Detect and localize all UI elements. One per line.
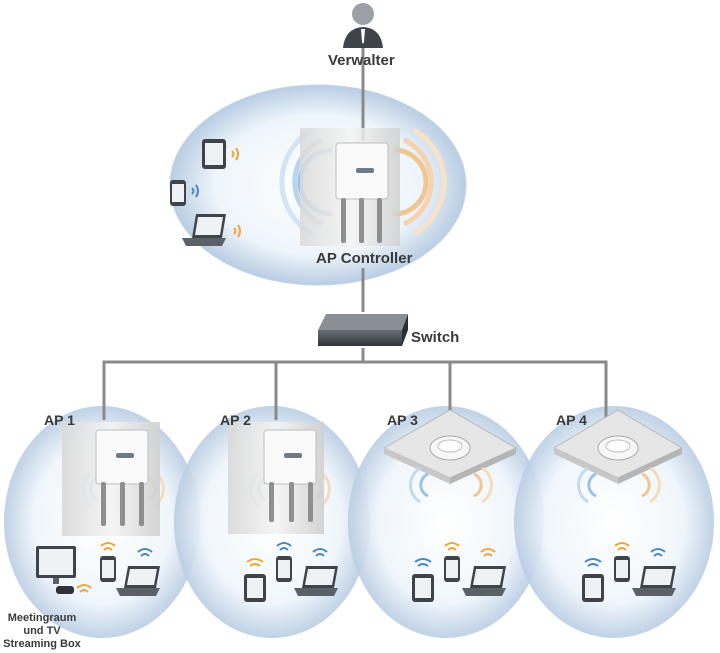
tablet-icon — [582, 574, 604, 602]
wifi-icon — [414, 558, 432, 567]
phone-icon — [444, 556, 460, 582]
wifi-icon — [76, 584, 92, 593]
phone-icon — [614, 556, 630, 582]
access-point-icon — [62, 422, 160, 536]
meeting-room-label-line1: Meetingraum — [7, 612, 77, 624]
access-point-icon — [228, 422, 324, 534]
wifi-icon — [584, 558, 602, 567]
laptop-icon — [462, 566, 506, 596]
laptop-icon — [116, 566, 160, 596]
wifi-icon — [480, 548, 496, 557]
meeting-room-label-line2: und TV — [23, 625, 61, 637]
ap4-waves — [577, 466, 661, 504]
wifi-icon — [191, 184, 199, 198]
monitor-icon — [36, 546, 76, 594]
wifi-icon — [444, 542, 460, 551]
ap3-label: AP 3 — [387, 412, 418, 428]
wifi-icon — [246, 558, 264, 567]
ap1-label: AP 1 — [44, 412, 75, 428]
meeting-room-label: Meetingraum und TV Streaming Box — [0, 612, 84, 651]
switch-label: Switch — [411, 329, 460, 346]
phone-icon — [276, 556, 292, 582]
wifi-icon — [614, 542, 630, 551]
controller-label: AP Controller — [316, 250, 413, 267]
network-cables — [102, 48, 608, 420]
phone-icon — [100, 556, 116, 582]
wifi-icon — [276, 542, 292, 551]
wifi-icon — [137, 548, 153, 557]
ap2-label: AP 2 — [220, 412, 251, 428]
access-point-icon — [300, 128, 400, 246]
ap3-waves — [409, 466, 493, 504]
wifi-icon — [100, 542, 116, 551]
person-icon — [343, 3, 383, 48]
ceiling-access-point-icon — [552, 409, 684, 484]
switch-icon — [318, 314, 408, 346]
laptop-icon — [182, 214, 226, 246]
tablet-icon — [202, 139, 226, 169]
tablet-icon — [412, 574, 434, 602]
meeting-room-label-line3: Streaming Box — [3, 638, 81, 650]
phone-icon — [170, 180, 186, 206]
ceiling-access-point-icon — [382, 409, 518, 484]
wifi-icon — [650, 548, 666, 557]
laptop-icon — [632, 566, 676, 596]
laptop-icon — [294, 566, 338, 596]
admin-label: Verwalter — [328, 52, 395, 69]
wifi-icon — [312, 548, 328, 557]
ap4-label: AP 4 — [556, 412, 587, 428]
wifi-icon — [233, 224, 241, 238]
tablet-icon — [244, 574, 266, 602]
wifi-icon — [231, 147, 239, 161]
